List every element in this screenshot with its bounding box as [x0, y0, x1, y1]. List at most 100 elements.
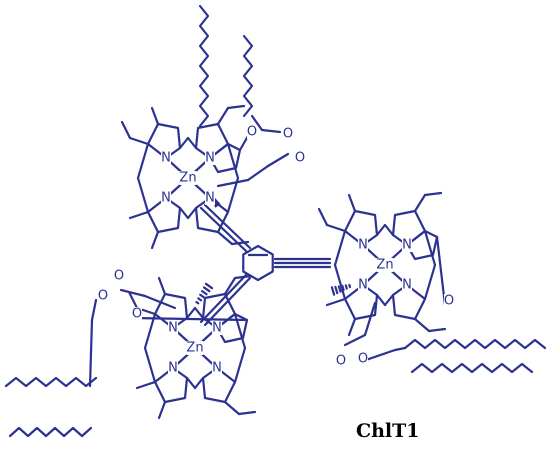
lower-unit-nitrogen-atom-3: N — [212, 361, 222, 376]
upper-unit-pyrrole-ring-1 — [146, 122, 182, 160]
upper-unit-meso-bond — [226, 142, 240, 180]
lower-unit-methyl-hash — [202, 286, 211, 293]
atom-label-background — [358, 238, 368, 252]
atom-label-background — [247, 125, 257, 139]
lower-unit-ketone-oxygen: O — [132, 307, 142, 322]
atom-label-background — [168, 321, 178, 335]
right-unit-propanoate — [343, 333, 367, 347]
upper-unit-methyl — [150, 230, 160, 250]
lower-unit-ester-oxygen-carbonyl: O — [114, 269, 124, 284]
upper-alkyl-tail-1 — [198, 4, 210, 128]
lower-unit-ethyl — [223, 276, 237, 296]
right-unit-pyrrole-ring-3 — [391, 283, 427, 321]
upper-unit-ethyl — [230, 240, 250, 246]
upper-unit-propanoate — [216, 178, 250, 188]
right-unit-ethyl — [413, 193, 427, 213]
right-unit-ethyl — [413, 317, 431, 333]
right-unit-ester-oxygen-carbonyl: O — [336, 354, 346, 369]
upper-unit-pyrrole-ring-3 — [194, 196, 230, 234]
atom-label-background — [98, 289, 108, 303]
lower-unit-meso-bond — [143, 346, 157, 384]
right-unit-nitrogen-atom-2: N — [402, 238, 412, 253]
lower-unit-ethyl — [127, 290, 139, 310]
right-alkyl-branch — [393, 346, 407, 352]
lower-unit-ester-oxygen: O — [98, 289, 108, 304]
alkyne-lower — [199, 273, 248, 324]
atom-label-background — [402, 278, 412, 292]
lower-unit-meso-bond — [185, 306, 197, 320]
right-unit-methyl-hash — [344, 284, 348, 290]
right-unit-cyclopentanone-ring — [405, 229, 439, 261]
right-unit-propanoate — [363, 301, 377, 337]
lower-unit-nitrogen-atom-4: N — [168, 361, 178, 376]
upper-unit-ethyl — [128, 136, 150, 146]
atom-label-background — [402, 238, 412, 252]
lower-unit-methyl-hash — [195, 300, 200, 305]
upper-alkyl-branch — [260, 128, 282, 134]
upper-unit-cyclopentanone-ring — [208, 142, 242, 174]
right-unit-pyrrole-ring-4 — [343, 283, 379, 321]
lower-unit-methyl — [157, 400, 167, 420]
lower-alkyl-tail-2 — [8, 426, 93, 438]
right-unit-ester-oxygen: O — [358, 352, 368, 367]
lower-alkyl-tail-1 — [4, 376, 98, 388]
lower-unit-nitrogen-atom-2: N — [212, 321, 222, 336]
alkyne-lower — [203, 276, 252, 327]
upper-unit-nitrogen-atom-2: N — [205, 151, 215, 166]
right-unit-methyl — [347, 317, 357, 337]
lower-unit-methyl-hash — [204, 282, 214, 290]
right-unit-meso-bond — [423, 229, 437, 267]
upper-unit-ethyl — [120, 120, 132, 140]
lower-unit-nitrogen-atom-1: N — [168, 321, 178, 336]
upper-unit-meso-bond — [186, 206, 198, 220]
lower-unit-propanoate — [143, 294, 177, 310]
right-unit-meso-bond — [333, 229, 347, 267]
right-alkyl-tail-1 — [403, 338, 547, 350]
lower-unit-pyrrole-ring-3 — [201, 366, 237, 404]
upper-unit-nitrogen-atom-1: N — [161, 151, 171, 166]
upper-unit-meso-bond — [178, 206, 190, 220]
upper-unit-meso-bond — [136, 176, 150, 214]
right-unit-nitrogen-atom-3: N — [402, 278, 412, 293]
atom-label-background — [283, 127, 293, 141]
right-unit-ethyl — [423, 191, 443, 197]
lower-unit-cyclopentanone-ring — [215, 312, 249, 344]
upper-unit-methyl — [150, 106, 160, 126]
atom-label-background — [358, 352, 368, 366]
lower-unit-meso-bond — [143, 312, 157, 350]
structure-bonds — [4, 4, 547, 438]
right-unit-methyl-hash — [337, 285, 342, 293]
lower-unit-ethyl — [237, 410, 257, 416]
atom-label-background — [186, 341, 204, 355]
upper-unit-ethyl — [216, 106, 230, 126]
alkyne-upper — [203, 203, 252, 250]
upper-unit-ester-oxygen-carbonyl: O — [295, 151, 305, 166]
lower-unit-meso-bond — [193, 376, 205, 390]
upper-unit-ketone-oxygen: O — [247, 125, 257, 140]
right-unit-nitrogen-atom-4: N — [358, 278, 368, 293]
upper-unit-meso-bond — [178, 136, 190, 150]
right-unit-methyl-hash — [330, 286, 336, 296]
lower-alkyl-branch — [90, 298, 98, 322]
compound-label: ChlT1 — [356, 420, 420, 442]
upper-unit-meso-bond — [136, 142, 150, 180]
atom-label-background — [132, 307, 142, 321]
atom-label-background — [336, 354, 346, 368]
upper-unit-nitrogen-atom-3: N — [205, 191, 215, 206]
right-alkyl-branch — [361, 348, 397, 363]
atom-label-background — [114, 269, 124, 283]
atom-label-background — [212, 361, 222, 375]
lower-unit-meso-bond — [233, 346, 247, 384]
lower-unit-carbonyl — [131, 316, 249, 322]
atom-label-background — [205, 191, 215, 205]
right-unit-meso-bond — [375, 293, 387, 307]
upper-unit-ethyl — [216, 230, 234, 246]
lower-alkyl-branch — [88, 318, 94, 388]
right-unit-methyl-hash — [341, 284, 345, 292]
right-unit-carbonyl — [435, 235, 447, 307]
right-unit-nitrogen-atom-1: N — [358, 238, 368, 253]
lower-unit-methyl-hash — [199, 293, 205, 299]
right-unit-pyrrole-ring-1 — [343, 209, 379, 247]
right-unit-meso-bond — [333, 263, 347, 301]
